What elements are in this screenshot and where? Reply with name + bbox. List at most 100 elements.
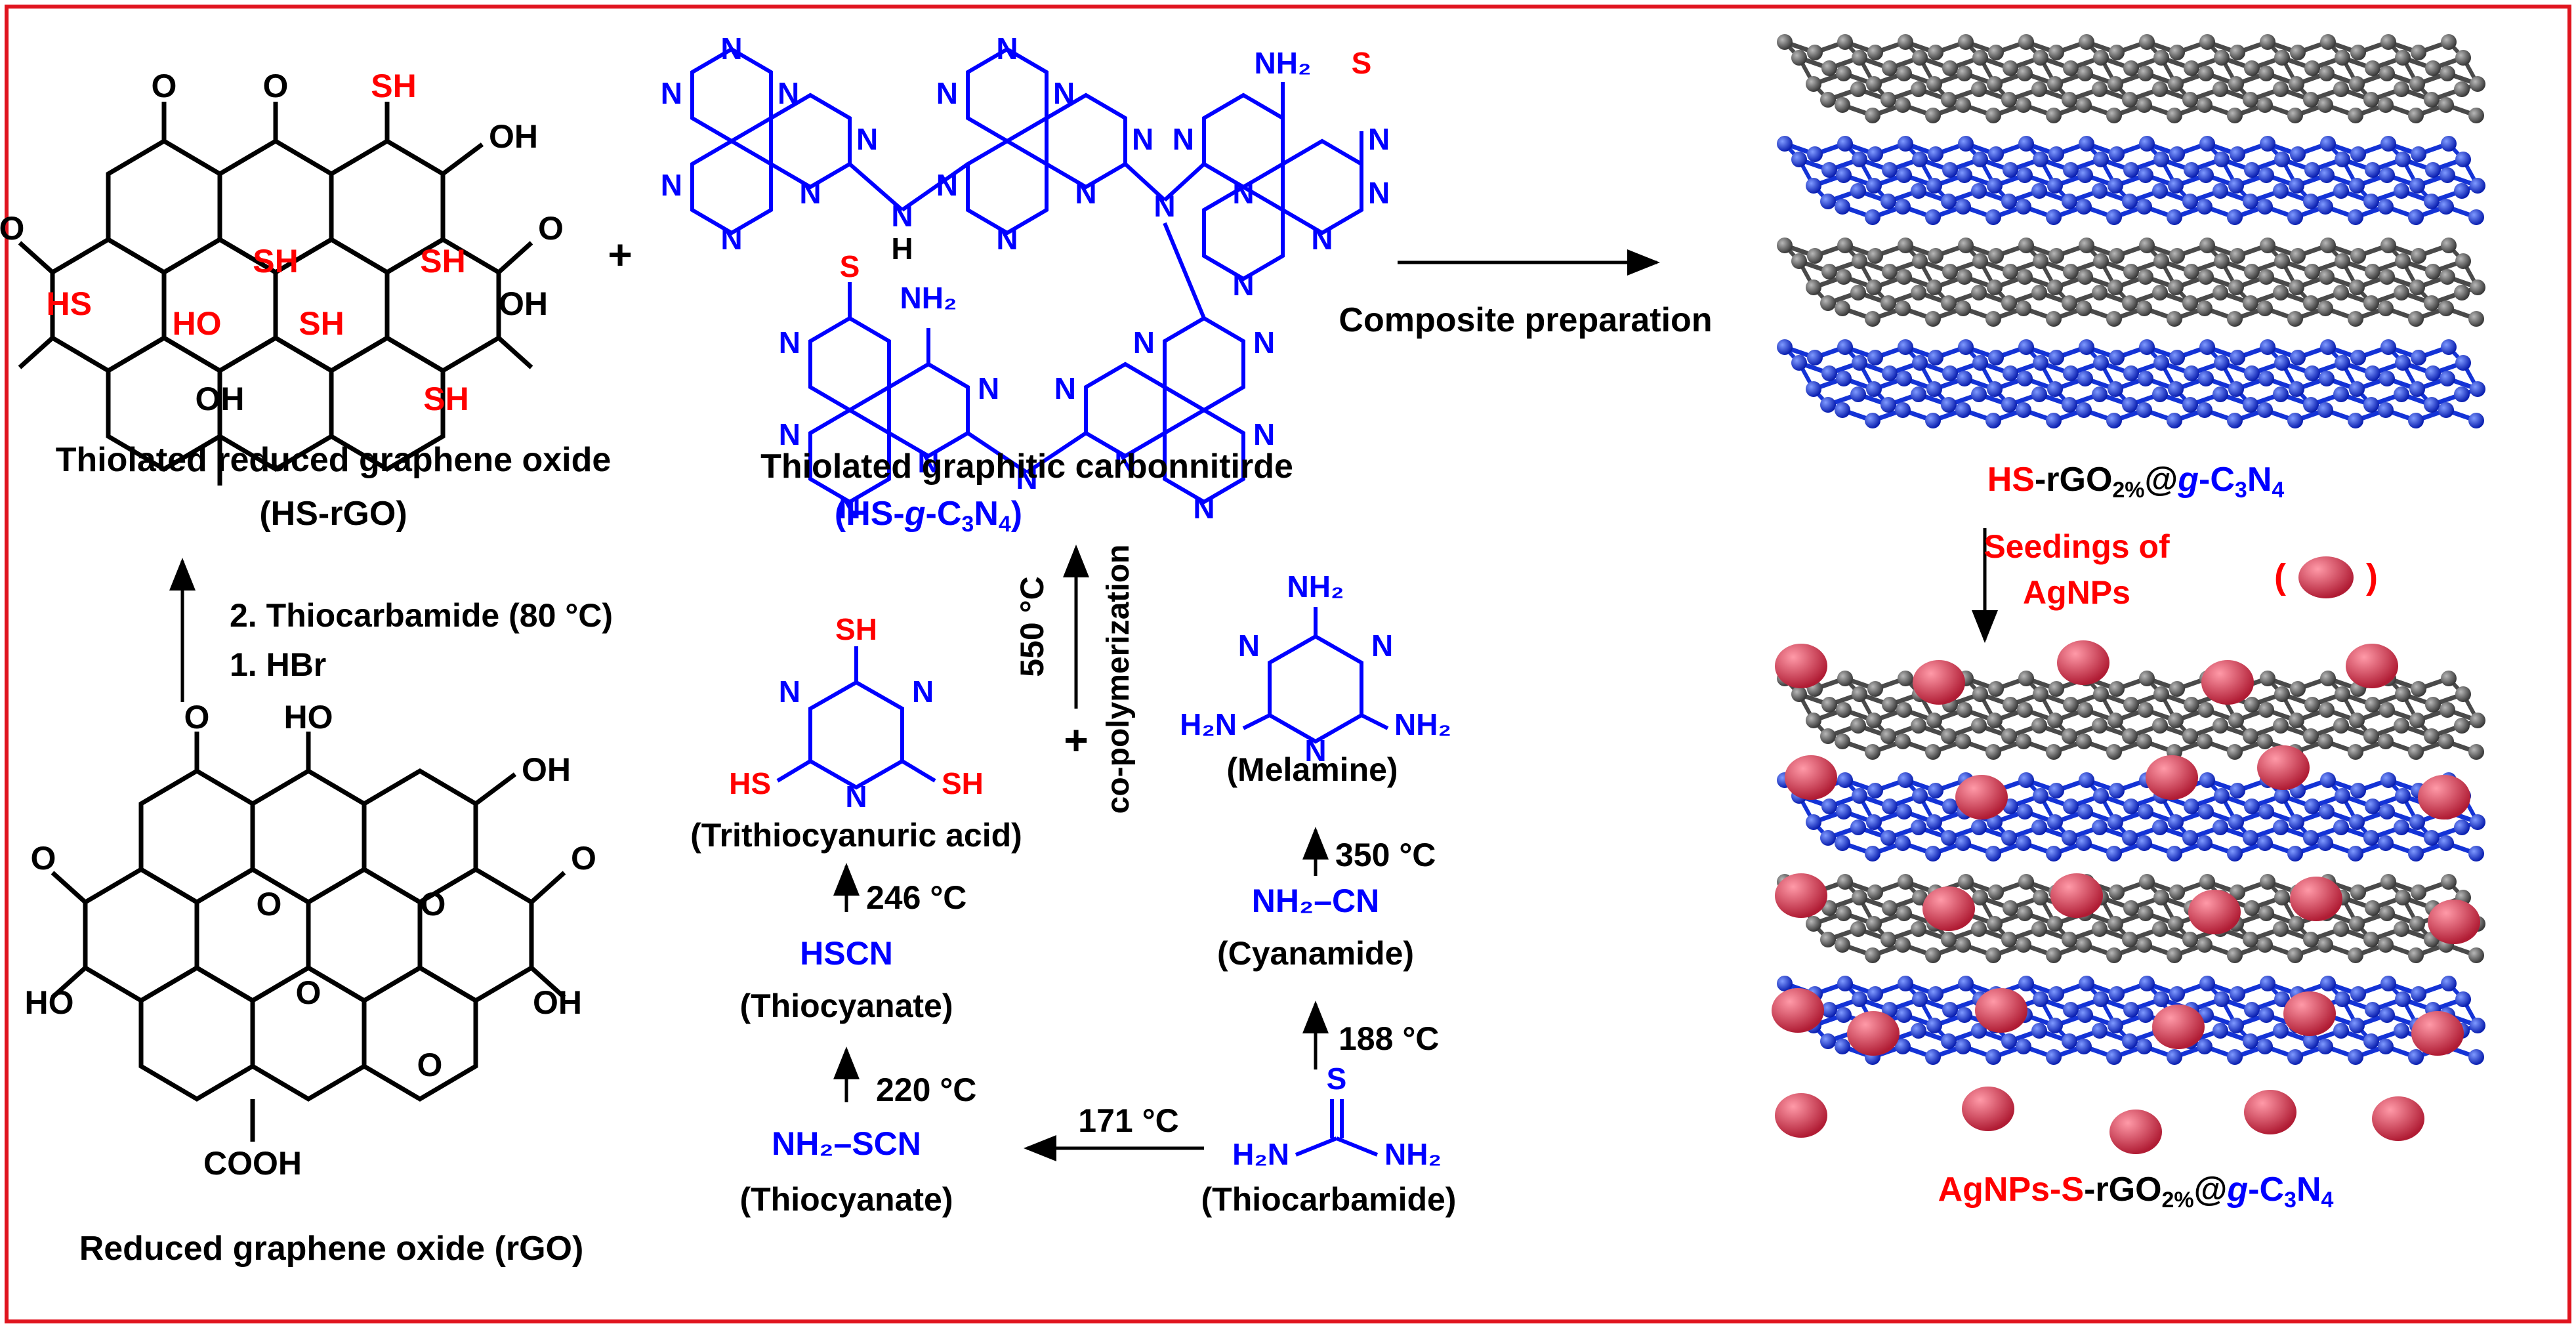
atom-n: N xyxy=(1193,491,1215,525)
atom-n: N xyxy=(891,199,913,233)
hs-gcn-abbr-3: 3 xyxy=(961,512,974,537)
hs-gcn-structure xyxy=(690,47,1363,505)
atom-o: O xyxy=(152,68,177,104)
gcn-layer xyxy=(1777,136,2485,225)
atom-n: N xyxy=(1016,461,1037,495)
condition-246: 246 °C xyxy=(866,879,966,916)
gcn-layer xyxy=(1777,772,2485,861)
atom-n: N xyxy=(839,491,860,525)
atom-n: N xyxy=(996,222,1018,256)
atom-n: N xyxy=(1232,176,1254,210)
hs-gcn-abbr-g: g xyxy=(904,495,926,533)
atom-oh: OH xyxy=(196,381,245,417)
trithiocyanuric-structure xyxy=(776,646,936,790)
atom-n: N xyxy=(799,176,821,210)
atom-h: H xyxy=(891,232,913,266)
agnp-particle xyxy=(2428,900,2480,944)
composite-stack xyxy=(1777,34,2485,428)
agnp-particle xyxy=(1775,873,1827,918)
condition-copolymerization: co-polymerization xyxy=(1101,545,1136,814)
atom-ho: HO xyxy=(25,984,74,1021)
final-at: @ xyxy=(2194,1171,2228,1209)
atom-n: N xyxy=(720,222,742,256)
atom-n: N xyxy=(1304,734,1326,768)
agnp-particle xyxy=(2372,1096,2424,1141)
plus-sign: + xyxy=(608,231,632,278)
atom-n: N xyxy=(661,76,682,110)
composite-rgo: -rGO xyxy=(2035,461,2112,499)
agnp-particle xyxy=(1975,988,2027,1033)
atom-o: O xyxy=(417,1047,443,1083)
atom-n: N xyxy=(1114,445,1136,479)
nh2scn-formula: NH₂–SCN xyxy=(772,1125,921,1162)
atom-n: N xyxy=(936,76,958,110)
melamine-structure xyxy=(1242,607,1389,744)
graphene-layer xyxy=(1777,874,2485,963)
atom-n: N xyxy=(720,31,742,66)
atom-sh: SH xyxy=(835,612,877,646)
atom-o: O xyxy=(571,840,596,877)
agnp-particle xyxy=(2244,1090,2296,1134)
atom-s: S xyxy=(1352,46,1372,80)
atom-n: N xyxy=(1238,629,1260,663)
agnp-particle xyxy=(2290,877,2342,921)
rgo-structure xyxy=(51,732,566,1142)
thiocarbamide-label: (Thiocarbamide) xyxy=(1201,1181,1457,1218)
atom-n: N xyxy=(1311,222,1333,256)
condition-220: 220 °C xyxy=(876,1071,976,1108)
composite-product-label: HS-rGO2%@g-C3N4 xyxy=(1987,461,2285,503)
agnp-particle xyxy=(2346,644,2398,688)
agnp-particle xyxy=(1922,886,1975,931)
final-stack xyxy=(1772,640,2485,1154)
atom-h2n: H₂N xyxy=(1232,1137,1289,1171)
atom-n: N xyxy=(779,417,800,451)
agnp-particle xyxy=(2418,775,2470,820)
condition-step1: 1. HBr xyxy=(230,646,326,683)
seed-paren-open: ( xyxy=(2274,557,2286,596)
hs-gcn-abbr-hs: HS- xyxy=(846,495,905,533)
atom-n: N xyxy=(1054,371,1076,405)
agnp-particle xyxy=(1775,1093,1827,1138)
composite-n: N xyxy=(2247,461,2272,499)
atom-n: N xyxy=(1053,76,1075,110)
atom-n: N xyxy=(1368,176,1390,210)
condition-171: 171 °C xyxy=(1078,1102,1178,1139)
trithio-label: (Trithiocyanuric acid) xyxy=(690,817,1022,854)
final-n: N xyxy=(2296,1171,2321,1209)
hs-gcn-abbr-n: N xyxy=(974,495,999,533)
agnp-particle xyxy=(1772,988,1824,1033)
atom-oh: OH xyxy=(499,285,548,322)
composite-2pct: 2% xyxy=(2112,478,2144,503)
final-c: -C xyxy=(2248,1171,2284,1209)
atom-sh: SH xyxy=(420,243,465,280)
final-2pct: 2% xyxy=(2162,1188,2194,1213)
composite-at: @ xyxy=(2145,461,2178,499)
thiocarbamide-structure xyxy=(1295,1099,1379,1157)
atom-sh: SH xyxy=(253,243,298,280)
composite-c: -C xyxy=(2199,461,2235,499)
atom-n: N xyxy=(1173,122,1194,156)
agnp-particle xyxy=(1955,775,2008,820)
final-4: 4 xyxy=(2321,1188,2334,1213)
final-rgo: -rGO xyxy=(2084,1171,2161,1209)
condition-step2: 2. Thiocarbamide (80 °C) xyxy=(230,597,613,634)
agnp-particle xyxy=(1785,755,1837,800)
cyanamide-label: (Cyanamide) xyxy=(1217,935,1414,972)
atom-o: O xyxy=(263,68,289,104)
thiocyanate-label-2: (Thiocyanate) xyxy=(739,1181,953,1218)
atom-n: N xyxy=(1253,417,1275,451)
atom-n: N xyxy=(936,168,958,202)
atom-o: O xyxy=(421,886,446,923)
figure-border xyxy=(5,5,2571,1323)
final-3: 3 xyxy=(2284,1188,2296,1213)
atom-n: N xyxy=(856,122,878,156)
atom-n: N xyxy=(779,325,800,360)
hs-gcn-abbr-c: -C xyxy=(926,495,962,533)
atom-n: N xyxy=(1075,176,1096,210)
hs-rgo-abbr: (HS-rGO) xyxy=(259,495,407,533)
atom-nh2: NH₂ xyxy=(900,281,957,315)
thiocyanate-label: (Thiocyanate) xyxy=(739,987,953,1024)
final-product-label: AgNPs-S-rGO2%@g-C3N4 xyxy=(1938,1171,2334,1213)
agnp-particle xyxy=(2188,890,2241,934)
atom-n: N xyxy=(1133,325,1155,360)
